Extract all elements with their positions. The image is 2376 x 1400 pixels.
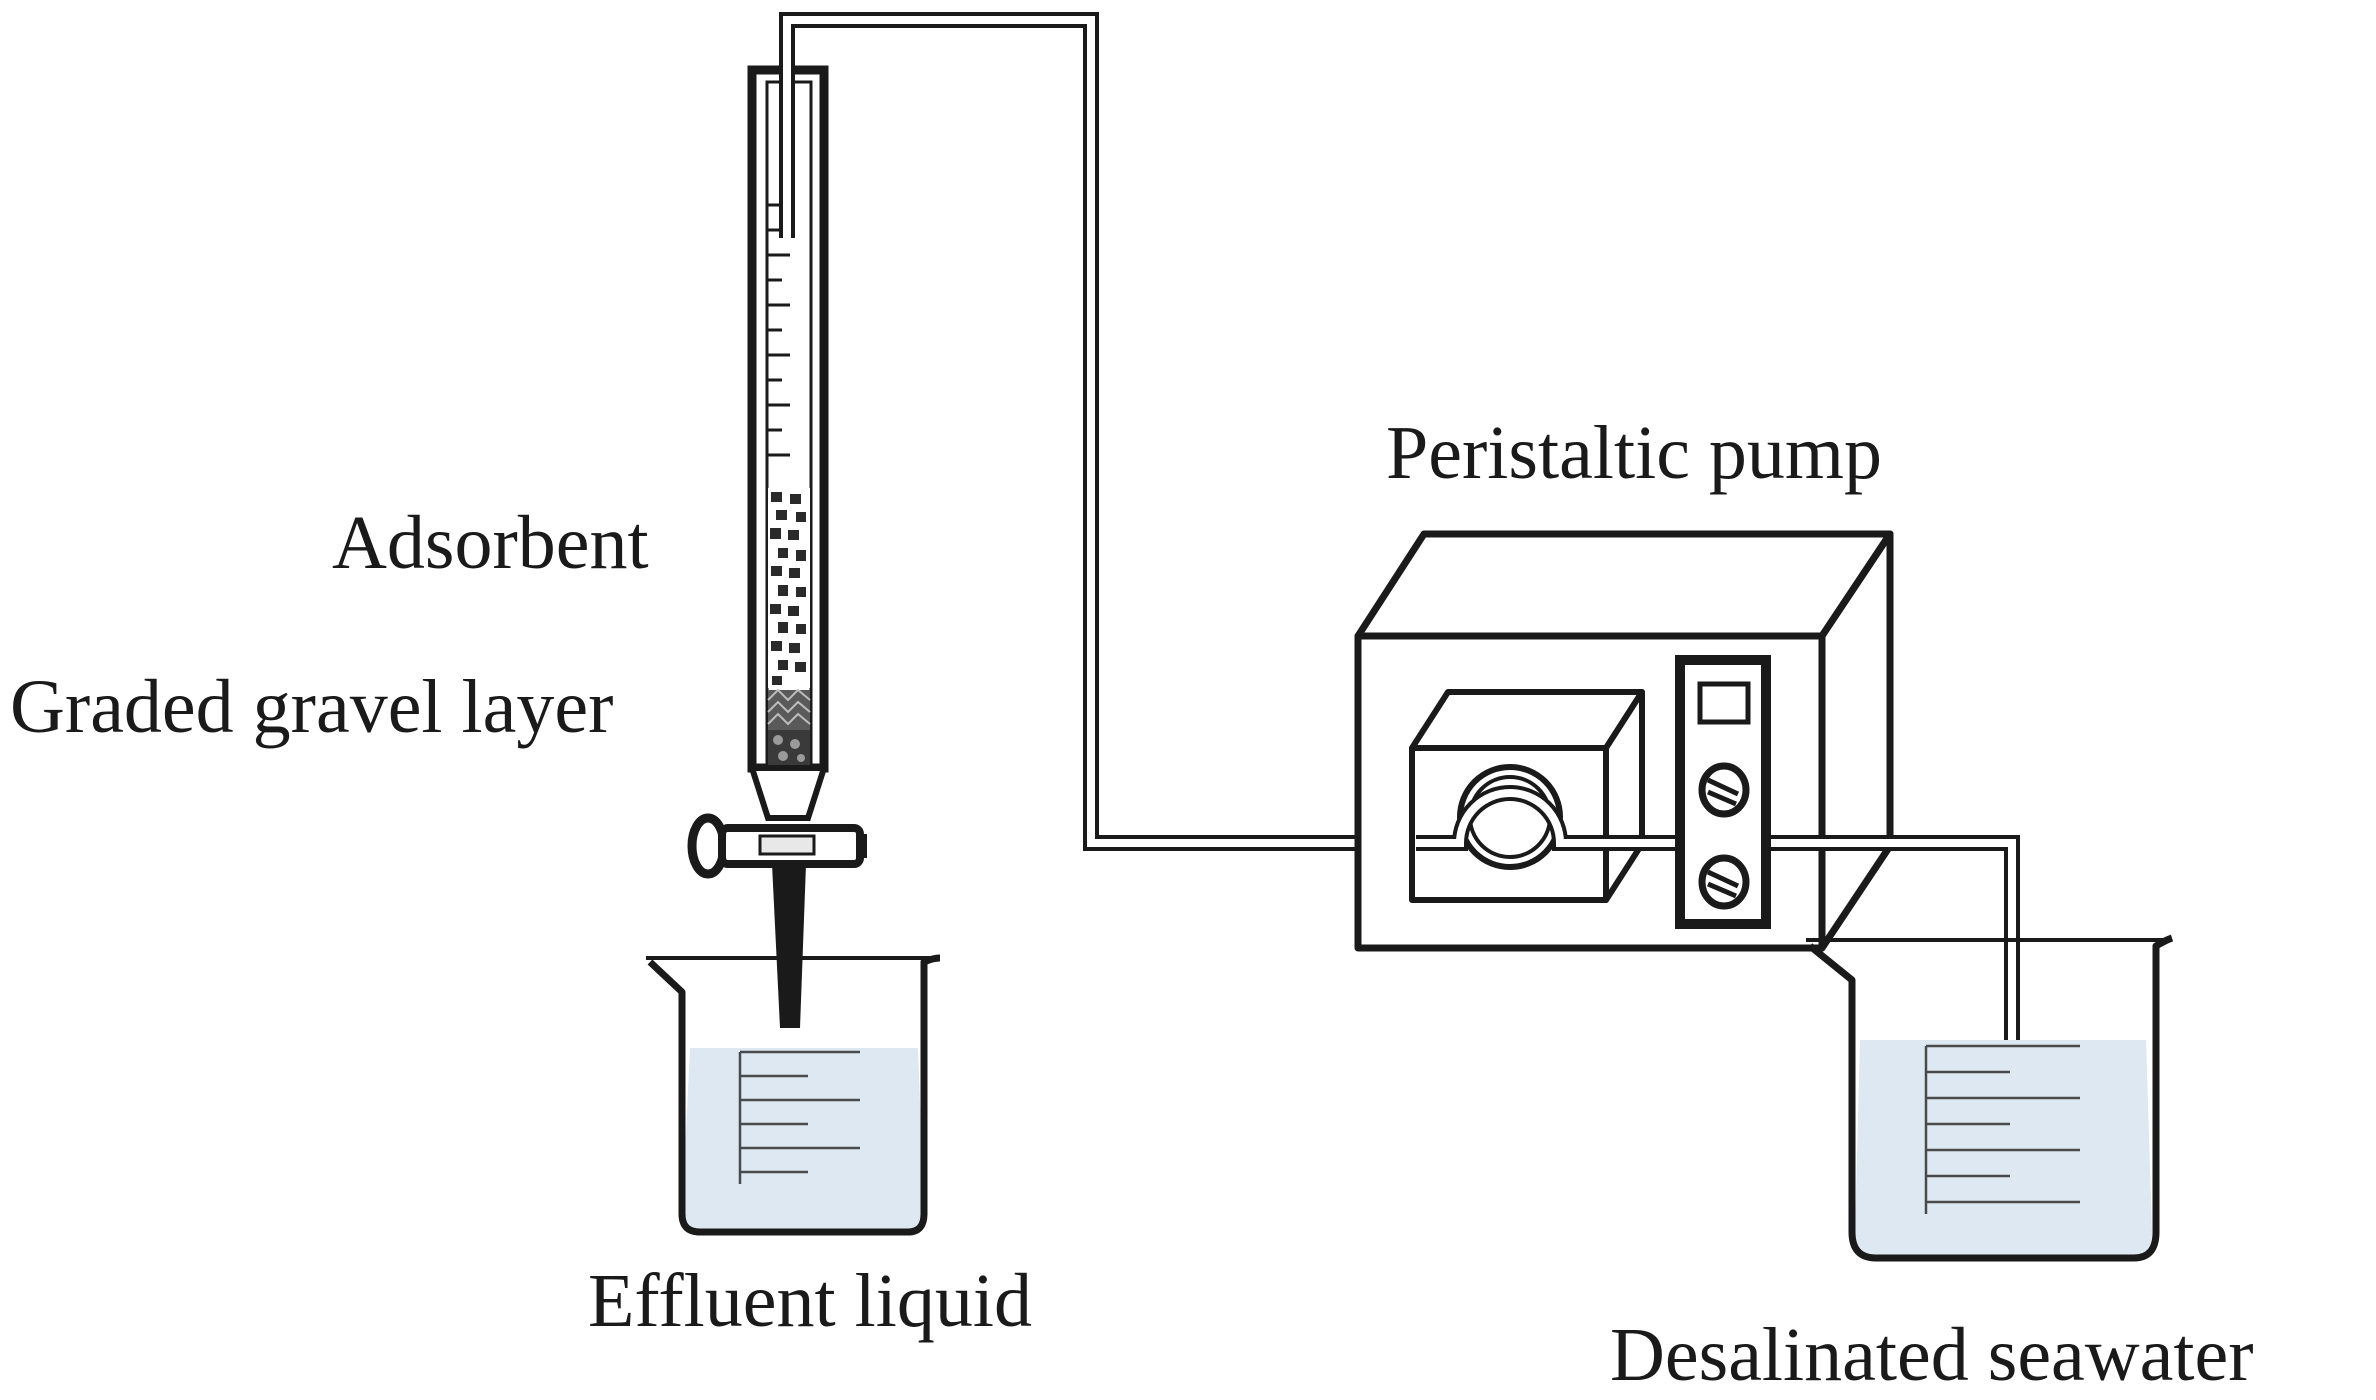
adsorbent-bed (768, 488, 810, 688)
label-peristaltic-pump: Peristaltic pump (1386, 411, 1882, 495)
label-adsorbent: Adsorbent (332, 501, 649, 585)
label-graded-gravel-layer: Graded gravel layer (10, 665, 613, 749)
control-knob-upper (1698, 762, 1750, 818)
feed-tube (779, 12, 1416, 851)
control-panel (1675, 655, 1771, 929)
seawater-beaker (1806, 934, 2174, 1262)
effluent-beaker (646, 954, 941, 1236)
control-knob-lower (1698, 854, 1750, 910)
label-effluent-liquid: Effluent liquid (588, 1259, 1032, 1343)
label-desalinated-seawater: Desalinated seawater (1610, 1313, 2254, 1397)
gravel-layer (767, 688, 811, 766)
pump-tube (1416, 785, 2020, 1098)
stopcock (687, 813, 867, 879)
column-graduations (767, 203, 790, 457)
column-tip (772, 864, 806, 1028)
